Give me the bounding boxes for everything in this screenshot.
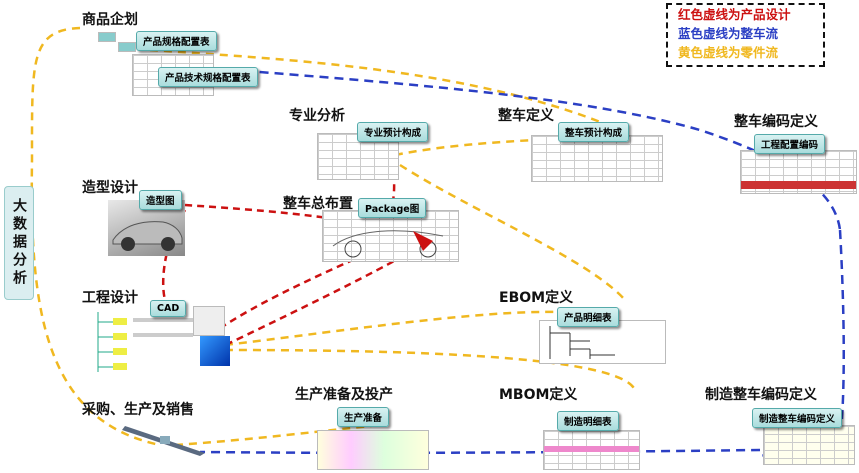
bom-tree-icon [549,326,615,359]
chip-mfg-detail[interactable]: 制造明细表 [557,411,619,431]
label-vehicle-definition: 整车定义 [498,108,554,124]
blue-flow-line-bottom [199,448,761,455]
label-production-prep: 生产准备及投产 [295,387,393,403]
chip-pro-estimate[interactable]: 专业预计构成 [357,122,429,142]
chip-mfg-vehicle-code[interactable]: 制造整车编码定义 [752,408,843,428]
planning-tree-node-2 [118,42,136,52]
label-vehicle-layout: 整车总布置 [283,196,353,212]
label-product-planning: 商品企划 [82,12,138,28]
label-professional-analysis: 专业分析 [289,108,345,124]
cad-part-image [193,306,225,336]
blue-flow-line-top [139,60,842,231]
package-layout-image [322,210,459,262]
big-data-label: 大数据分析 [11,198,27,288]
legend-yellow: 黄色虚线为零件流 [678,45,779,60]
production-line-icon [122,426,205,456]
label-engineering-design: 工程设计 [82,290,138,306]
label-mbom-definition: MBOM定义 [499,387,578,403]
legend-blue: 蓝色虚线为整车流 [678,26,779,41]
mbom-highlight-row [544,446,639,452]
chip-vehicle-estimate[interactable]: 整车预计构成 [558,122,630,142]
yellow-flow-line-cad-ebom [224,310,561,347]
package-sketch-icon [332,230,444,258]
engineering-config-table-thumbnail [740,150,857,194]
engineering-tree-thumbnail [93,307,198,377]
label-vehicle-code-definition: 整车编码定义 [734,114,818,130]
cad-part-blue-image [200,336,230,366]
big-data-panel: 大数据分析 [4,186,34,300]
chip-package-image[interactable]: Package图 [358,198,427,218]
chip-product-detail[interactable]: 产品明细表 [557,307,619,327]
legend-red: 红色虚线为产品设计 [678,7,791,22]
ebom-tree-thumbnail [539,320,666,364]
chip-engineering-config-code[interactable]: 工程配置编码 [754,134,826,154]
production-line-image [120,418,210,458]
mbom-table-thumbnail [543,430,640,470]
label-mfg-code-definition: 制造整车编码定义 [705,387,817,403]
chip-cad[interactable]: CAD [150,300,187,317]
chip-spec-config-table[interactable]: 产品规格配置表 [136,31,217,51]
car-icon [112,221,183,251]
mfg-code-table-thumbnail [763,425,855,465]
chip-tech-spec-config-table[interactable]: 产品技术规格配置表 [158,67,258,87]
label-styling-design: 造型设计 [82,180,138,196]
label-procurement: 采购、生产及销售 [82,402,194,418]
chip-production-prep[interactable]: 生产准备 [337,407,390,427]
config-highlight-row [741,181,856,189]
planning-tree-node-1 [98,32,116,42]
chip-styling-image[interactable]: 造型图 [139,190,182,210]
tree-diagram-icon [97,312,193,372]
vehicle-estimate-table-thumbnail [531,135,663,182]
label-ebom-definition: EBOM定义 [499,290,574,306]
production-prep-thumbnail [317,430,429,470]
legend-box: 红色虚线为产品设计 蓝色虚线为整车流 黄色虚线为零件流 [666,3,825,67]
